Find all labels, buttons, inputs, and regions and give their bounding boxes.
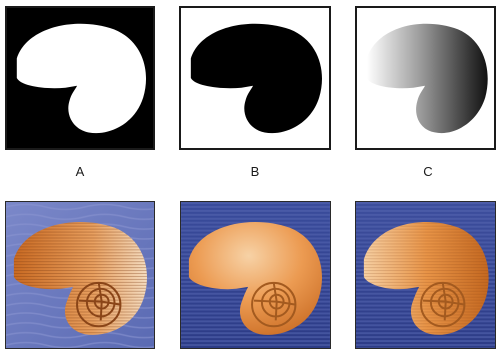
composite-panel-b <box>180 201 331 349</box>
mask-panel-b <box>179 6 331 150</box>
label-b: B <box>180 164 330 180</box>
nautilus-shell-icon <box>181 202 330 348</box>
composite-panel-a <box>5 201 155 349</box>
mask-panel-a <box>5 6 155 150</box>
label-c: C <box>353 164 499 180</box>
shell-gradient-mask-icon <box>357 8 494 148</box>
nautilus-shell-icon <box>356 202 495 348</box>
nautilus-shell-icon <box>6 202 154 348</box>
shell-mask-icon <box>181 8 329 148</box>
label-a: A <box>5 164 155 180</box>
mask-panel-c <box>355 6 496 150</box>
shell-mask-icon <box>7 8 153 148</box>
composite-panel-c <box>355 201 496 349</box>
